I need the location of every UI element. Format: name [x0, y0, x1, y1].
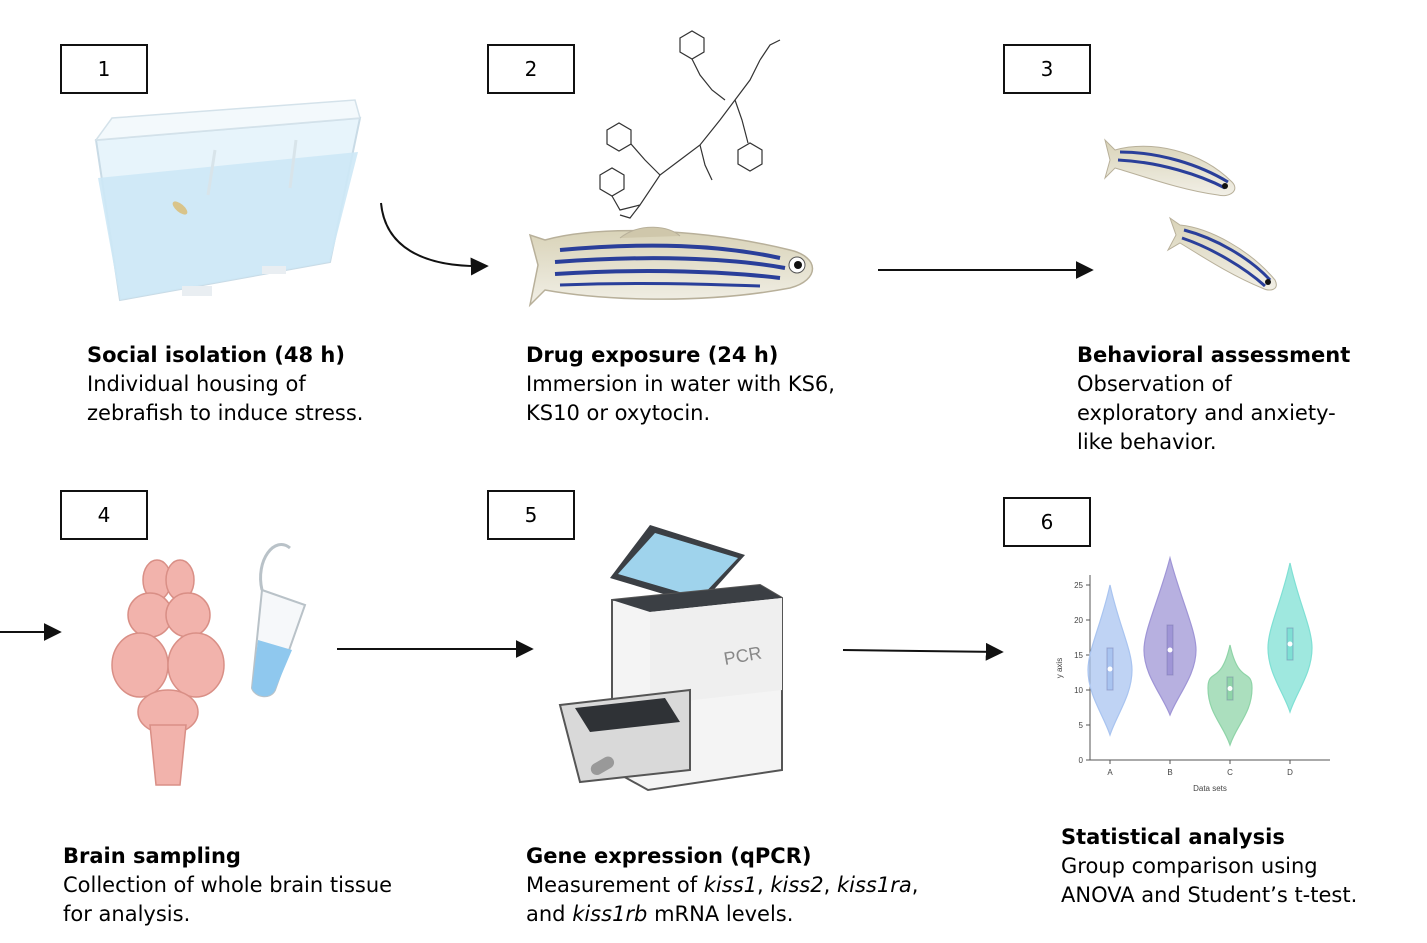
step-desc-line: Group comparison using — [1061, 854, 1318, 878]
step-desc-line: Observation of — [1077, 372, 1232, 396]
x-tick-label: C — [1227, 768, 1233, 777]
gene-kiss1rb: kiss1rb — [572, 902, 648, 926]
gene-kiss1: kiss1 — [703, 873, 758, 897]
step-3-box: 3 — [1003, 44, 1091, 94]
arrow-1-to-2 — [380, 202, 489, 276]
desc-text: and — [526, 902, 573, 926]
step-4-caption: Brain sampling Collection of whole brain… — [63, 842, 392, 929]
x-axis-label: Data sets — [1193, 784, 1227, 793]
step-desc-line: ANOVA and Student’s t-test. — [1061, 883, 1358, 907]
gene-kiss2: kiss2 — [770, 873, 824, 897]
y-tick-label: 15 — [1074, 651, 1083, 660]
step-desc-line: and kiss1rb mRNA levels. — [526, 900, 918, 929]
step-5-box: 5 — [487, 490, 575, 540]
step-title: Drug exposure (24 h) — [526, 343, 779, 367]
y-tick-label: 10 — [1074, 686, 1083, 695]
step-2-box: 2 — [487, 44, 575, 94]
desc-text: mRNA levels. — [647, 902, 794, 926]
step-title: Brain sampling — [63, 844, 241, 868]
step-title: Gene expression (qPCR) — [526, 844, 812, 868]
step-1-box: 1 — [60, 44, 148, 94]
pcr-machine-icon: PCR — [558, 525, 783, 792]
violin-median-C — [1227, 686, 1233, 691]
y-tick-label: 0 — [1079, 756, 1084, 765]
step-3-caption: Behavioral assessment Observation of exp… — [1077, 341, 1350, 457]
desc-text: , — [823, 873, 837, 897]
step-title: Social isolation (48 h) — [87, 343, 345, 367]
step-title: Statistical analysis — [1061, 825, 1285, 849]
step-number: 6 — [1040, 510, 1054, 534]
step-desc-line: Individual housing of — [87, 372, 306, 396]
microtube-icon — [250, 543, 307, 698]
desc-text: Measurement of — [526, 873, 704, 897]
y-tick-label: 5 — [1079, 721, 1084, 730]
step-desc-line: Collection of whole brain tissue — [63, 873, 393, 897]
step-desc-line: for analysis. — [63, 902, 191, 926]
step-number: 3 — [1040, 57, 1054, 81]
peptide-molecule-icon — [599, 30, 781, 219]
arrow-5-to-6 — [842, 642, 1004, 661]
x-tick-label: A — [1107, 768, 1113, 777]
gene-kiss1ra: kiss1ra — [836, 873, 912, 897]
brain-icon — [111, 559, 225, 786]
step-desc-line: like behavior. — [1077, 430, 1217, 454]
violin-median-B — [1167, 647, 1173, 653]
step-number: 5 — [524, 503, 538, 527]
step-desc-line: exploratory and anxiety- — [1077, 401, 1336, 425]
step-desc-line: KS10 or oxytocin. — [526, 401, 711, 425]
isolation-tank-icon — [94, 99, 362, 302]
step-number: 1 — [97, 57, 111, 81]
step-desc-line: Measurement of kiss1, kiss2, kiss1ra, — [526, 871, 918, 900]
violin-median-A — [1107, 666, 1113, 672]
violin-median-D — [1287, 641, 1293, 647]
step-desc-line: zebrafish to induce stress. — [87, 401, 364, 425]
step-4-box: 4 — [60, 490, 148, 540]
step-6-box: 6 — [1003, 497, 1091, 547]
step-number: 4 — [97, 503, 111, 527]
step-number: 2 — [524, 57, 538, 81]
step-title: Behavioral assessment — [1077, 343, 1351, 367]
desc-text: , — [757, 873, 771, 897]
step-1-caption: Social isolation (48 h) Individual housi… — [87, 341, 363, 428]
step-6-caption: Statistical analysis Group comparison us… — [1061, 823, 1357, 910]
desc-text: , — [911, 873, 919, 897]
x-tick-label: D — [1287, 768, 1293, 777]
y-tick-label: 25 — [1074, 581, 1083, 590]
y-axis-label: y axis — [1055, 658, 1064, 678]
step-2-caption: Drug exposure (24 h) Immersion in water … — [526, 341, 835, 428]
zebrafish-pair-icon — [1104, 138, 1277, 291]
step-desc-line: Immersion in water with KS6, — [526, 372, 835, 396]
x-tick-label: B — [1167, 768, 1172, 777]
step-5-caption: Gene expression (qPCR) Measurement of ki… — [526, 842, 918, 929]
zebrafish-icon — [528, 226, 814, 308]
y-tick-label: 20 — [1074, 616, 1083, 625]
